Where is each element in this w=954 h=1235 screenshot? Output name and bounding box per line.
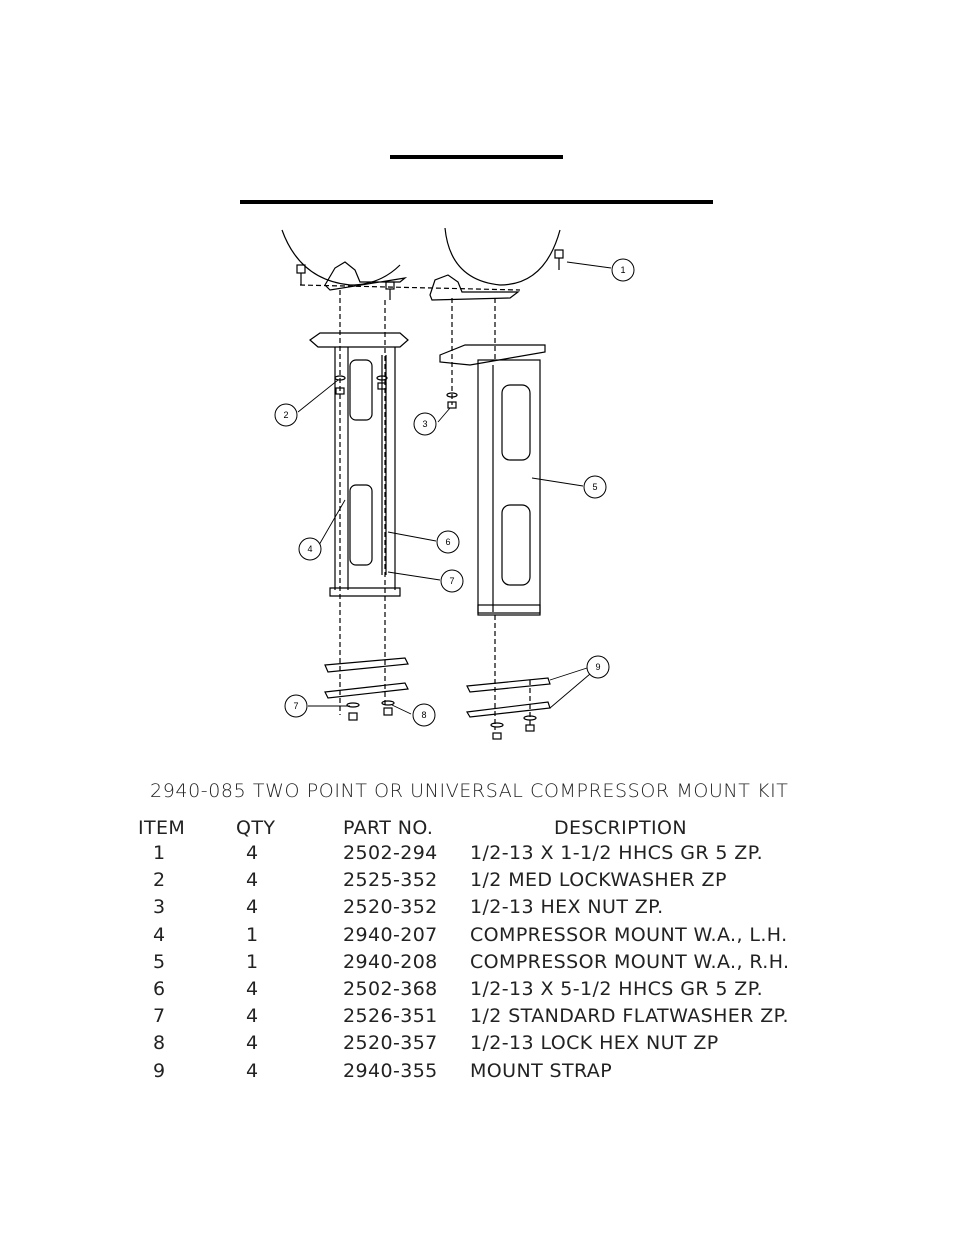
row-item: 7 [153, 1005, 166, 1027]
callout-bubble [284, 694, 308, 718]
right-column-mount [439, 344, 546, 616]
row-part-no: 2940-207 [343, 924, 438, 946]
header-part-no: PART NO. [343, 817, 434, 839]
title-underline-short [390, 155, 563, 159]
row-item: 9 [153, 1060, 166, 1082]
row-item: 8 [153, 1032, 166, 1054]
row-qty: 4 [246, 1060, 259, 1082]
callout-number: 8 [421, 710, 426, 720]
row-qty: 1 [246, 924, 259, 946]
row-description: 1/2 STANDARD FLATWASHER ZP. [470, 1005, 789, 1027]
callout-bubble [436, 530, 460, 554]
row-description: COMPRESSOR MOUNT W.A., R.H. [470, 951, 790, 973]
row-description: MOUNT STRAP [470, 1060, 613, 1082]
title-underline-long [240, 200, 713, 204]
callout-bubble [413, 412, 437, 436]
callout-bubble [298, 537, 322, 561]
callout-number: 7 [293, 701, 298, 711]
top-bracket-right [429, 274, 520, 301]
row-qty: 4 [246, 978, 259, 1000]
row-item: 2 [153, 869, 166, 891]
row-part-no: 2940-355 [343, 1060, 438, 1082]
mount-strap-icon [324, 657, 551, 718]
callout-number: 7 [449, 576, 454, 586]
callout-number: 2 [283, 410, 288, 420]
row-description: 1/2-13 LOCK HEX NUT ZP [470, 1032, 719, 1054]
row-description: 1/2 MED LOCKWASHER ZP [470, 869, 727, 891]
row-qty: 4 [246, 1005, 259, 1027]
row-item: 1 [153, 842, 166, 864]
row-part-no: 2520-357 [343, 1032, 438, 1054]
callout-number: 3 [422, 419, 427, 429]
callout-bubble [412, 703, 436, 727]
row-part-no: 2502-368 [343, 978, 438, 1000]
row-description: 1/2-13 HEX NUT ZP. [470, 896, 664, 918]
row-description: 1/2-13 X 1-1/2 HHCS GR 5 ZP. [470, 842, 764, 864]
callout-number: 9 [595, 662, 600, 672]
row-qty: 4 [246, 869, 259, 891]
row-part-no: 2525-352 [343, 869, 438, 891]
kit-title: 2940-085 TWO POINT OR UNIVERSAL COMPRESS… [150, 780, 789, 802]
row-part-no: 2940-208 [343, 951, 438, 973]
row-qty: 1 [246, 951, 259, 973]
row-description: COMPRESSOR MOUNT W.A., L.H. [470, 924, 788, 946]
row-item: 5 [153, 951, 166, 973]
callout-bubble [440, 569, 464, 593]
row-item: 3 [153, 896, 166, 918]
header-description: DESCRIPTION [554, 817, 688, 839]
row-part-no: 2520-352 [343, 896, 438, 918]
row-part-no: 2502-294 [343, 842, 438, 864]
exploded-assembly-drawing: 1 2 3 4 5 6 7 7 8 9 [274, 227, 635, 740]
callout-number: 5 [592, 482, 597, 492]
row-qty: 4 [246, 1032, 259, 1054]
header-qty: QTY [236, 817, 276, 839]
row-item: 6 [153, 978, 166, 1000]
bolt-icon [296, 249, 564, 300]
callout-number: 4 [307, 544, 312, 554]
nut-washer-icon [334, 375, 537, 740]
row-qty: 4 [246, 896, 259, 918]
row-description: 1/2-13 X 5-1/2 HHCS GR 5 ZP. [470, 978, 764, 1000]
callout-bubble [274, 403, 298, 427]
row-part-no: 2526-351 [343, 1005, 438, 1027]
callout-number: 1 [620, 265, 625, 275]
row-item: 4 [153, 924, 166, 946]
callout-bubble [611, 258, 635, 282]
header-item: ITEM [138, 817, 186, 839]
left-column-mount [309, 332, 409, 597]
callout-bubble [583, 475, 607, 499]
compressor-tank-left [281, 229, 401, 286]
callout-bubble [586, 655, 610, 679]
callout-number: 6 [445, 537, 450, 547]
row-qty: 4 [246, 842, 259, 864]
top-bracket-left [324, 261, 408, 291]
compressor-tank-right [444, 227, 561, 286]
